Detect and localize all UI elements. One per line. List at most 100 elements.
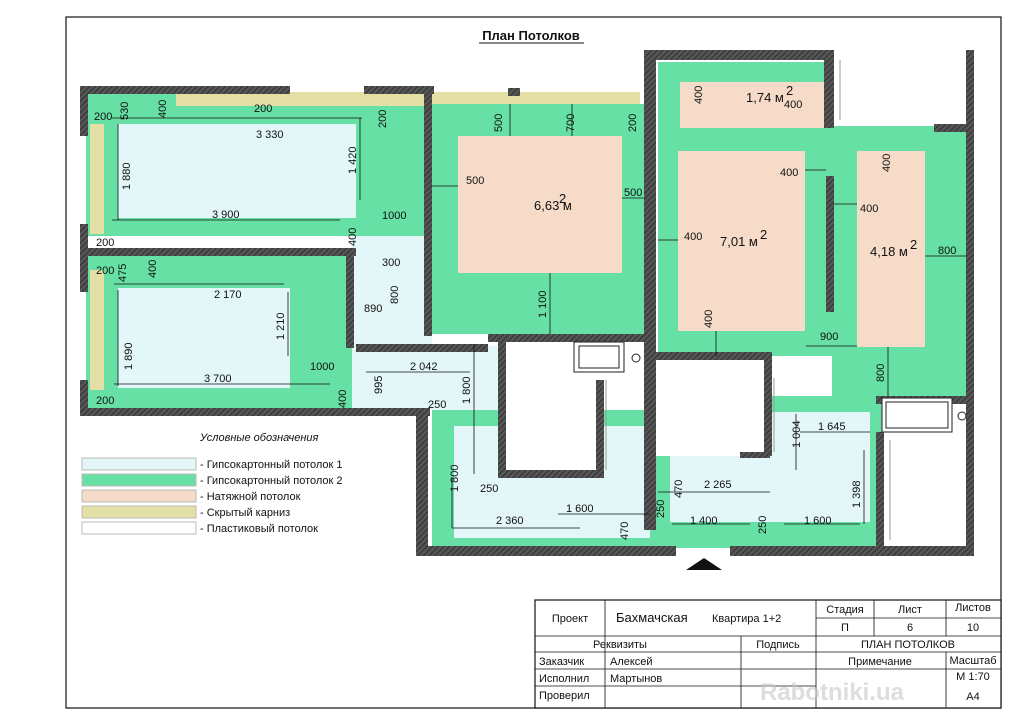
svg-text:250: 250 [480, 483, 498, 495]
sink-1 [573, 341, 625, 373]
title-block: Проект Бахмачская Квартира 1+2 Стадия Ли… [534, 599, 1002, 709]
svg-text:3 900: 3 900 [212, 209, 240, 221]
legend-swatch-gkl1 [81, 457, 197, 471]
cornice-top [176, 92, 640, 106]
tb-project-object: Квартира 1+2 [712, 613, 781, 625]
svg-text:200: 200 [627, 114, 639, 132]
svg-text:2 360: 2 360 [496, 515, 524, 527]
room-left-top-gkl1-b [118, 124, 238, 204]
svg-text:1 398: 1 398 [851, 480, 863, 508]
svg-text:1 890: 1 890 [123, 342, 135, 370]
legend-swatch-plastic [81, 521, 197, 535]
area-label-small: 1,74 м [746, 90, 784, 105]
room-bath-2 [656, 358, 770, 456]
room-center-stretch [458, 136, 622, 273]
tb-requisites-label: Реквизиты [593, 639, 647, 651]
svg-text:530: 530 [119, 102, 131, 120]
tb-project-label: Проект [552, 613, 588, 625]
svg-text:2: 2 [786, 83, 793, 98]
legend-label-gkl2: - Гипсокартонный потолок 2 [200, 475, 343, 487]
room-corridor-left [352, 236, 432, 346]
plan-title: План Потолков [482, 28, 580, 43]
svg-text:400: 400 [703, 310, 715, 328]
svg-text:1 420: 1 420 [347, 146, 359, 174]
svg-text:800: 800 [389, 286, 401, 304]
svg-text:250: 250 [655, 500, 667, 518]
svg-text:475: 475 [117, 264, 129, 282]
tb-executor-label: Исполнил [539, 673, 589, 685]
room-left-bottom-gkl1 [118, 288, 290, 388]
legend-swatch-cornice [81, 505, 197, 519]
area-label-mid: 7,01 м [720, 234, 758, 249]
svg-text:400: 400 [881, 154, 893, 172]
svg-text:1 645: 1 645 [818, 421, 846, 433]
svg-text:1 800: 1 800 [449, 464, 461, 492]
sheet-frame [65, 16, 1002, 709]
drain-1 [631, 353, 641, 363]
svg-text:1 880: 1 880 [121, 162, 133, 190]
svg-text:995: 995 [373, 376, 385, 394]
svg-text:200: 200 [96, 395, 114, 407]
tb-customer-value: Алексей [610, 656, 653, 668]
legend-swatch-stretch [81, 489, 197, 503]
svg-text:200: 200 [377, 110, 389, 128]
svg-text:1 100: 1 100 [537, 290, 549, 318]
svg-text:1000: 1000 [310, 361, 334, 373]
tb-executor-value: Мартынов [610, 673, 662, 685]
svg-text:400: 400 [147, 260, 159, 278]
cornice-left-2 [90, 270, 104, 390]
svg-text:200: 200 [254, 103, 272, 115]
room-far-right-stretch [857, 151, 925, 347]
svg-text:1 600: 1 600 [566, 503, 594, 515]
room-right-mid-stretch [678, 151, 805, 331]
svg-text:2 170: 2 170 [214, 289, 242, 301]
svg-text:400: 400 [784, 99, 802, 111]
svg-text:250: 250 [757, 516, 769, 534]
svg-text:800: 800 [875, 364, 887, 382]
fixtures [573, 60, 967, 540]
svg-text:200: 200 [96, 237, 114, 249]
svg-text:1 600: 1 600 [804, 515, 832, 527]
svg-text:800: 800 [938, 245, 956, 257]
svg-text:400: 400 [693, 86, 705, 104]
tb-drawing-title: ПЛАН ПОТОЛКОВ [861, 639, 955, 651]
svg-text:470: 470 [673, 480, 685, 498]
svg-text:1 004: 1 004 [791, 420, 803, 448]
svg-text:300: 300 [382, 257, 400, 269]
tb-sheet-label: Лист [898, 604, 922, 616]
svg-text:2: 2 [559, 191, 566, 206]
svg-text:900: 900 [820, 331, 838, 343]
tb-sheet-value: 6 [907, 622, 913, 634]
svg-text:1 400: 1 400 [690, 515, 718, 527]
tb-scale-label: Масштаб [949, 655, 996, 667]
dimension-texts: 200 530 400 200 3 330 200 1 420 1 880 20… [94, 86, 956, 540]
svg-text:500: 500 [466, 175, 484, 187]
svg-text:3 330: 3 330 [256, 129, 284, 141]
legend-label-stretch: - Натяжной потолок [200, 491, 301, 503]
svg-text:200: 200 [94, 111, 112, 123]
room-bath-3 [884, 432, 972, 548]
tb-stage-value: П [841, 622, 849, 634]
svg-text:890: 890 [364, 303, 382, 315]
drain-2 [957, 411, 967, 421]
legend-title: Условные обозначения [199, 432, 319, 444]
tb-sheets-label: Листов [955, 602, 991, 614]
svg-text:400: 400 [780, 167, 798, 179]
svg-text:2 265: 2 265 [704, 479, 732, 491]
legend-swatch-gkl2 [81, 473, 197, 487]
svg-text:400: 400 [337, 390, 349, 408]
legend: Условные обозначения - Гипсокартонный по… [81, 432, 343, 535]
room-plastic-top [836, 60, 972, 126]
cornice-left-1 [90, 124, 104, 234]
svg-text:400: 400 [860, 203, 878, 215]
svg-text:2 042: 2 042 [410, 361, 438, 373]
tb-customer-label: Заказчик [539, 656, 584, 668]
area-label-center: 6,63 м [534, 198, 572, 213]
tb-format-value: А4 [966, 691, 979, 703]
legend-label-gkl1: - Гипсокартонный потолок 1 [200, 459, 343, 471]
room-fills [86, 60, 972, 548]
area-labels: 6,63 м 2 1,74 м 2 7,01 м 2 4,18 м 2 [534, 83, 917, 259]
svg-text:400: 400 [347, 228, 359, 246]
svg-text:2: 2 [910, 237, 917, 252]
sink-2 [881, 397, 953, 433]
